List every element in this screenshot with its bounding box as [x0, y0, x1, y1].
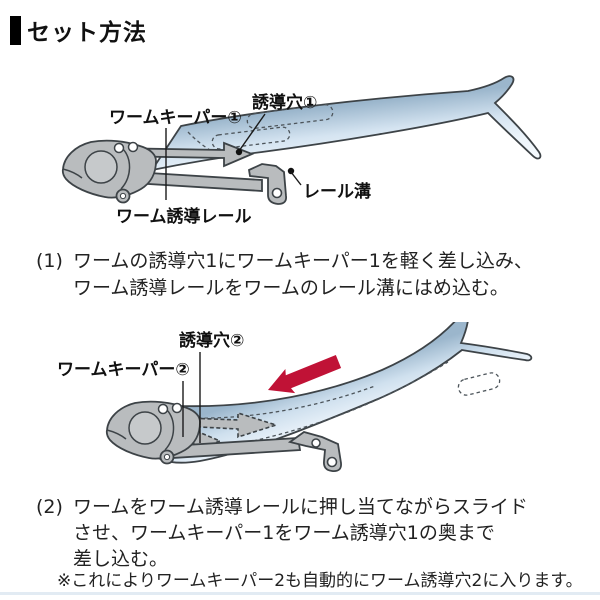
guide-hole-1-slot — [246, 104, 334, 129]
label-guide-hole-2: 誘導穴② — [179, 330, 244, 351]
step-1-line-2: ワーム誘導レールをワームのレール溝にはめ込む。 — [73, 277, 509, 299]
jighead — [61, 139, 157, 204]
page-title: セット方法 — [27, 20, 147, 46]
step-1-text: ワームの誘導穴1にワームキーパー1を軽く差し込み、 ワーム誘導レールをワームのレ… — [73, 248, 533, 302]
bottom-divider — [0, 592, 600, 595]
step-2-line-3: 差し込む。 — [73, 548, 169, 570]
rail-bracket-hole — [271, 187, 283, 199]
heading-bullet-bar — [10, 15, 21, 45]
leader-rail-groove — [290, 171, 302, 186]
step-2-line-2: させ、ワームキーパー1をワーム誘導穴1の奥まで — [73, 522, 495, 544]
rail-bracket-hole — [326, 456, 338, 468]
figure-step2-diagram: 誘導穴② ワームキーパー② — [57, 322, 533, 472]
section-header: セット方法 — [10, 13, 147, 47]
label-rail-groove: レール溝 — [303, 181, 371, 202]
leader-dot — [235, 148, 243, 156]
step-2-line-1: ワームをワーム誘導レールに押し当てながらスライド — [73, 496, 528, 518]
slide-direction-arrow — [268, 355, 342, 394]
step-1-instructions: (1) ワームの誘導穴1にワームキーパー1を軽く差し込み、 ワーム誘導レールをワ… — [36, 248, 533, 302]
leader-dot — [287, 167, 295, 175]
step-1-line-1: ワームの誘導穴1にワームキーパー1を軽く差し込み、 — [73, 250, 533, 272]
step-2-number: (2) — [36, 496, 63, 518]
step-2-note: ※これによりワームキーパー2も自動的にワーム誘導穴2に入ります。 — [57, 571, 583, 591]
label-worm-keeper-2: ワームキーパー② — [57, 360, 190, 380]
worm-body — [150, 75, 542, 172]
figure-step1-diagram: ワームキーパー① 誘導穴① レール溝 ワーム誘導レール — [61, 75, 542, 227]
step-2-instructions: (2) ワームをワーム誘導レールに押し当てながらスライド させ、ワームキーパー1… — [36, 494, 528, 572]
leader-guide-hole-1 — [238, 113, 266, 152]
step-2-text: ワームをワーム誘導レールに押し当てながらスライド させ、ワームキーパー1をワーム… — [73, 494, 528, 572]
guide-hole-2-slot — [211, 126, 291, 150]
rail-bracket-hole — [311, 438, 321, 448]
label-worm-keeper-1: ワームキーパー① — [109, 108, 242, 128]
label-worm-guide-rail: ワーム誘導レール — [116, 206, 252, 227]
tail-slot-detail — [457, 372, 501, 396]
label-guide-hole-1: 誘導穴① — [252, 92, 317, 113]
step-1-number: (1) — [36, 250, 63, 272]
